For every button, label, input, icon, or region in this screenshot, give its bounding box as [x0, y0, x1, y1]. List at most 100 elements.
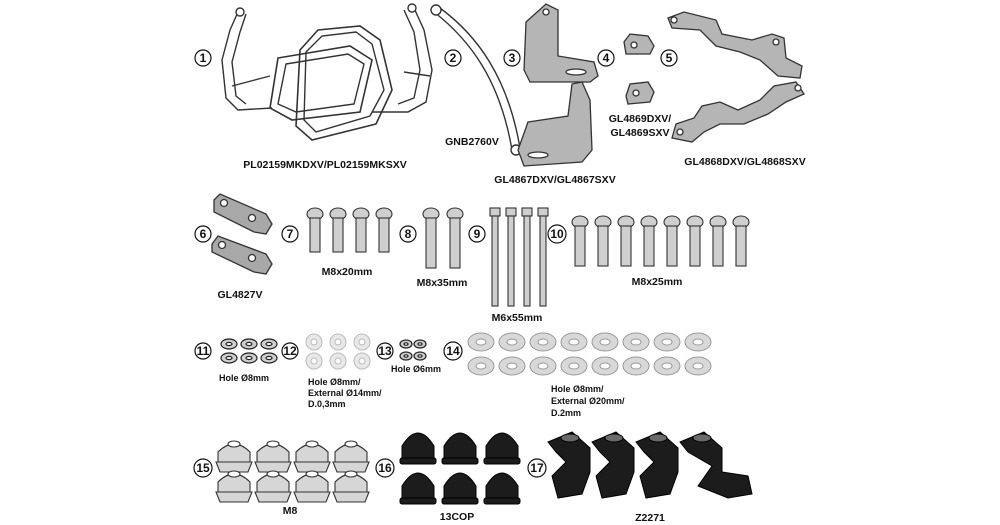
part-5-label: GL4868DXV/GL4868SXV	[684, 156, 805, 168]
flat-washer	[684, 356, 712, 376]
flat-washer	[467, 332, 495, 352]
bolt	[489, 207, 501, 307]
part-9-number: 9	[474, 227, 481, 241]
bolt	[422, 207, 440, 269]
flat-washer	[653, 356, 681, 376]
part-17-label: Z2271	[635, 512, 665, 524]
part-7-callout: 7	[281, 225, 299, 243]
hex-nut	[332, 440, 370, 473]
part-6-callout: 6	[194, 225, 212, 243]
flat-washer	[591, 356, 619, 376]
cap	[399, 472, 437, 505]
part-12-label-line-1: Hole Ø8mm/	[308, 377, 361, 387]
part-14-label-line-3: D.2mm	[551, 408, 581, 418]
part-6-number: 6	[200, 227, 207, 241]
part-2-number: 2	[450, 51, 457, 65]
flat-washer	[353, 352, 371, 370]
split-washer	[220, 338, 238, 350]
part-3-number: 3	[509, 51, 516, 65]
flat-washer	[305, 352, 323, 370]
flat-washer	[329, 352, 347, 370]
bolt	[594, 215, 612, 267]
part-11-washers-drawing	[220, 338, 278, 364]
part-5-plate-drawing	[667, 11, 805, 143]
part-13-label: Hole Ø6mm	[391, 364, 441, 374]
part-17-clamps-drawing	[547, 431, 753, 499]
part-6-label: GL4827V	[218, 289, 263, 301]
part-17-callout: 17	[527, 458, 547, 478]
hex-nut	[254, 470, 292, 503]
part-15-number: 15	[196, 461, 210, 475]
hex-nut	[293, 440, 331, 473]
hex-nut	[332, 470, 370, 503]
split-washer	[413, 339, 427, 349]
part-5-number: 5	[666, 51, 673, 65]
part-14-washers-drawing	[467, 332, 712, 376]
part-11-callout: 11	[194, 342, 212, 360]
part-7-label: M8x20mm	[322, 266, 373, 278]
bolt	[446, 207, 464, 269]
part-14-callout: 14	[443, 341, 463, 361]
part-12-callout: 12	[281, 342, 299, 360]
part-1-frame-drawing	[221, 3, 433, 141]
flat-washer	[529, 356, 557, 376]
bolt	[352, 207, 370, 253]
part-10-label: M8x25mm	[632, 276, 683, 288]
split-washer	[399, 339, 413, 349]
split-washer	[220, 352, 238, 364]
part-8-bolts-drawing	[422, 207, 464, 269]
flat-washer	[591, 332, 619, 352]
bolt	[640, 215, 658, 267]
part-1-label: PL02159MKDXV/PL02159MKSXV	[243, 159, 406, 171]
clamp	[591, 431, 635, 499]
part-11-number: 11	[197, 344, 210, 358]
part-7-number: 7	[287, 227, 294, 241]
part-12-label-line-3: D.0,3mm	[308, 399, 346, 409]
part-2-rod-drawing	[430, 4, 522, 156]
part-4-number: 4	[603, 51, 610, 65]
part-14-label-line-2: External Ø20mm/	[551, 396, 625, 406]
clamp	[547, 431, 591, 499]
bolt	[537, 207, 549, 307]
part-16-label: 13COP	[440, 511, 474, 523]
split-washer	[260, 352, 278, 364]
cap	[441, 432, 479, 465]
bolt	[709, 215, 727, 267]
part-1-number: 1	[200, 51, 207, 65]
flat-washer	[353, 333, 371, 351]
part-10-callout: 10	[547, 224, 567, 244]
clamp	[679, 431, 753, 499]
bolt	[663, 215, 681, 267]
part-2-callout: 2	[444, 49, 462, 67]
flat-washer	[653, 332, 681, 352]
part-7-bolts-drawing	[306, 207, 393, 253]
bolt	[306, 207, 324, 253]
hex-nut	[215, 440, 253, 473]
part-15-callout: 15	[193, 458, 213, 478]
cap	[483, 472, 521, 505]
part-14-label-line-1: Hole Ø8mm/	[551, 384, 604, 394]
split-washer	[413, 351, 427, 361]
flat-washer	[622, 356, 650, 376]
part-4-callout: 4	[597, 49, 615, 67]
bolt	[329, 207, 347, 253]
part-17-number: 17	[530, 461, 544, 475]
part-15-nuts-drawing	[215, 440, 370, 503]
flat-washer	[305, 333, 323, 351]
cap	[483, 432, 521, 465]
part-6-plate-drawing	[211, 193, 273, 275]
clamp	[635, 431, 679, 499]
part-4-label-line-2: GL4869SXV	[611, 127, 670, 139]
flat-washer	[560, 356, 588, 376]
part-12-label-line-2: External Ø14mm/	[308, 388, 382, 398]
hex-nut	[293, 470, 331, 503]
part-15-label: M8	[283, 505, 298, 517]
hex-nut	[254, 440, 292, 473]
part-3-bracket-drawing	[517, 3, 599, 167]
part-16-caps-drawing	[399, 432, 521, 505]
bolt	[375, 207, 393, 253]
flat-washer	[498, 356, 526, 376]
flat-washer	[560, 332, 588, 352]
part-8-label: M8x35mm	[417, 277, 468, 289]
